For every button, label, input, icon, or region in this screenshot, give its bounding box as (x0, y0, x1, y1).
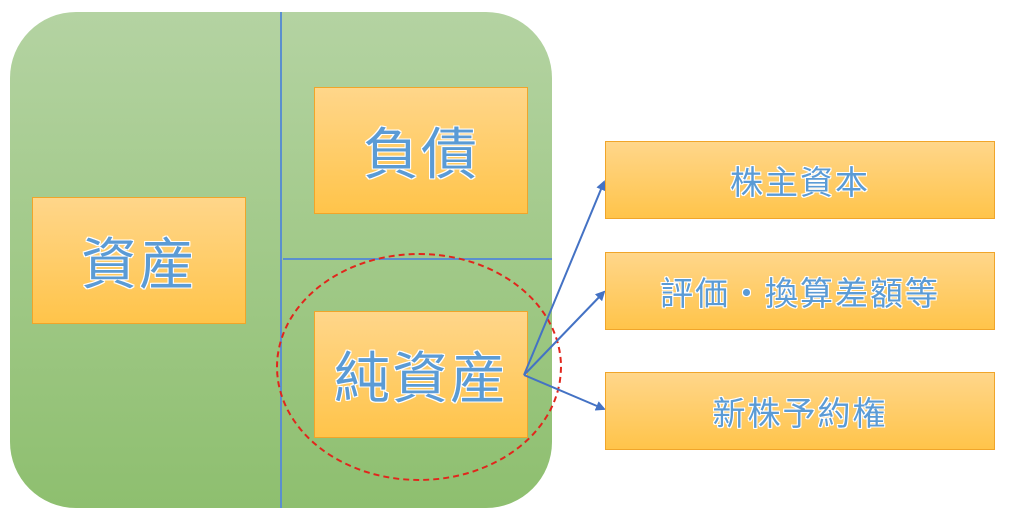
vertical-divider (280, 12, 282, 508)
valuation-adjustments-label: 評価・換算差額等 (660, 274, 940, 313)
arrow-to-valuation-adjustments (523, 290, 606, 376)
liabilities-box: 負債 (314, 87, 528, 214)
arrow-to-stock-acquisition-rights (523, 374, 606, 411)
stock-acquisition-rights-box: 新株予約権 (605, 372, 995, 450)
assets-label: 資産 (81, 233, 197, 298)
assets-box: 資産 (32, 197, 246, 324)
valuation-adjustments-box: 評価・換算差額等 (605, 252, 995, 330)
liabilities-label: 負債 (363, 123, 479, 188)
shareholders-equity-label: 株主資本 (730, 163, 870, 202)
net-assets-highlight-ellipse (276, 253, 562, 481)
stock-acquisition-rights-label: 新株予約権 (712, 394, 888, 433)
arrow-to-shareholders-equity (523, 180, 606, 376)
shareholders-equity-box: 株主資本 (605, 141, 995, 219)
